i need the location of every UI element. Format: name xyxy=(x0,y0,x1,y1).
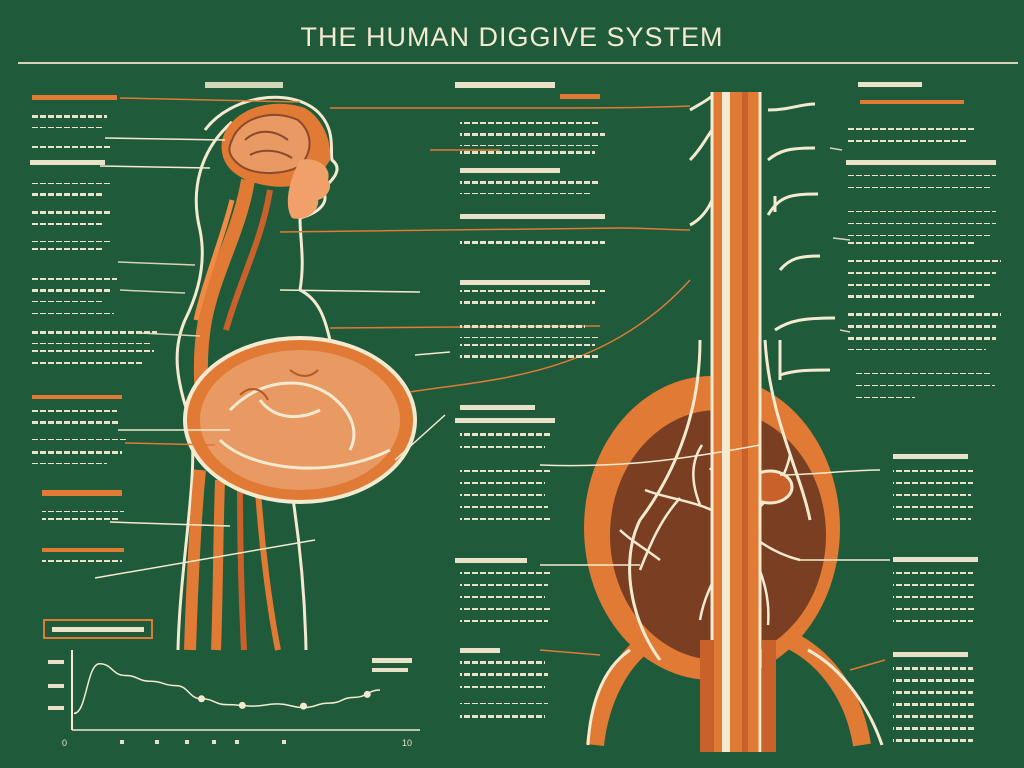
chart-tick-mark-0 xyxy=(120,740,124,744)
x-tick-first: 0 xyxy=(62,738,67,748)
title-rule xyxy=(18,62,1018,64)
chart-marker-0 xyxy=(198,695,205,703)
leader-lines xyxy=(94,97,890,671)
chart-marker-3 xyxy=(363,690,371,698)
side-ducts xyxy=(766,102,836,380)
central-tube xyxy=(712,92,760,752)
mini-line-chart: 0 10 xyxy=(43,619,420,748)
chart-legend-box xyxy=(43,619,153,639)
digestive-tract-organ xyxy=(584,92,884,752)
leg-strands xyxy=(184,469,206,651)
chart-tick-mark-4 xyxy=(235,740,239,744)
chart-tick-mark-5 xyxy=(282,740,286,744)
human-figure xyxy=(175,95,417,651)
chart-marker-2 xyxy=(300,702,307,710)
chart-series-line xyxy=(73,663,381,715)
chart-tick-mark-1 xyxy=(155,740,159,744)
lower-branch-left xyxy=(586,632,656,747)
body-silhouette xyxy=(175,120,233,651)
chart-marker-1 xyxy=(238,701,246,709)
label-text-blocks xyxy=(30,82,1001,742)
chart-tick-mark-2 xyxy=(185,740,189,744)
chart-tick-mark-3 xyxy=(212,740,216,744)
x-tick-last: 10 xyxy=(402,738,412,748)
face-shape xyxy=(287,159,331,219)
page-title: THE HUMAN DIGGIVE SYSTEM xyxy=(300,22,724,52)
